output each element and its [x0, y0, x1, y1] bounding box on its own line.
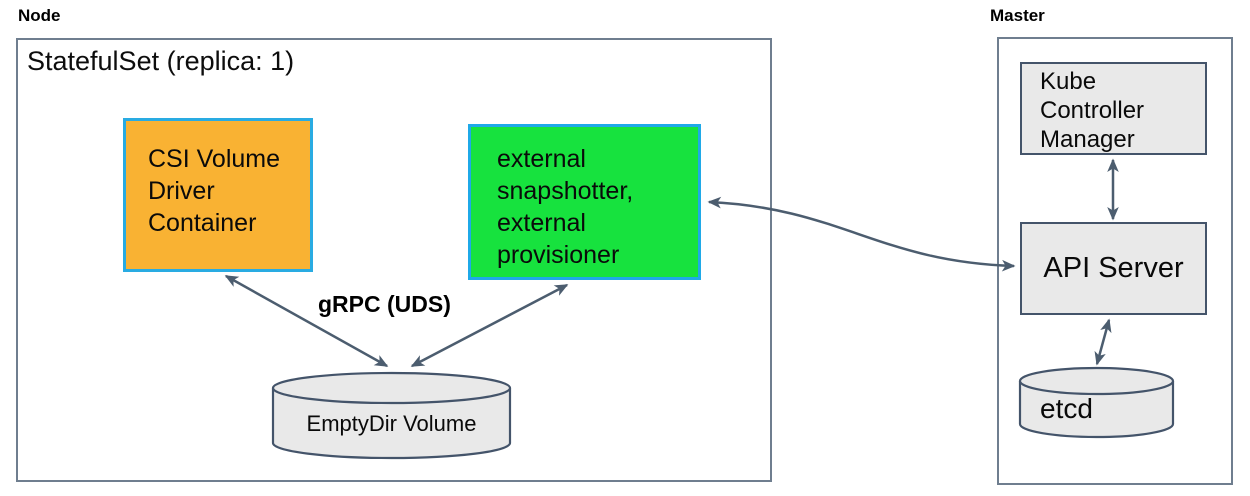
- kube-controller-manager-box: Kube Controller Manager: [1020, 62, 1207, 155]
- emptydir-volume-label: EmptyDir Volume: [306, 411, 477, 436]
- etcd-label: etcd: [1040, 393, 1093, 424]
- api-server-box: API Server: [1020, 222, 1207, 315]
- api-server-label: API Server: [1043, 252, 1184, 284]
- master-group-title: Master: [990, 6, 1045, 25]
- csi-volume-driver-box: CSI Volume Driver Container: [123, 118, 313, 272]
- grpc-uds-label: gRPC (UDS): [318, 291, 451, 317]
- node-group-title: Node: [18, 6, 61, 25]
- external-sidecars-box: external snapshotter, external provision…: [468, 124, 701, 280]
- statefulset-title: StatefulSet (replica: 1): [27, 46, 295, 76]
